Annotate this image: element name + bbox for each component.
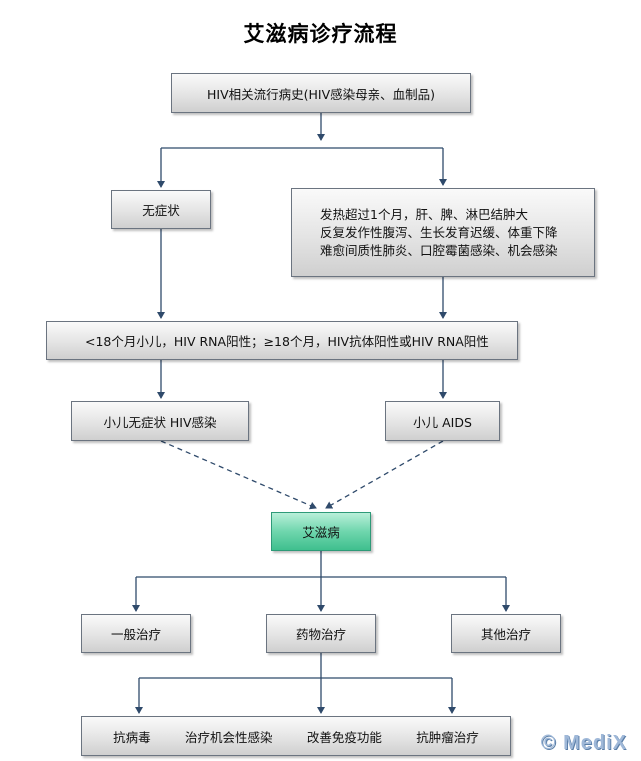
node-label: HIV相关流行病史(HIV感染母亲、血制品): [206, 86, 436, 102]
symptom-line: 难愈间质性肺炎、口腔霉菌感染、机会感染: [320, 242, 558, 258]
node-child-asymptomatic-hiv: 小儿无症状 HIV感染: [71, 401, 249, 441]
watermark: © MediX: [540, 732, 627, 754]
node-label: 艾滋病: [302, 525, 340, 540]
node-drug-treatment: 药物治疗: [266, 614, 376, 653]
chart-title: 艾滋病诊疗流程: [243, 22, 398, 46]
dashed-child-aids-to-aids: [325, 440, 444, 509]
node-aids: 艾滋病: [271, 512, 371, 551]
node-label: 小儿 AIDS: [413, 414, 472, 430]
node-general-treatment: 一般治疗: [81, 614, 191, 653]
node-label: 无症状: [142, 203, 180, 218]
node-label: 药物治疗: [295, 627, 346, 642]
node-diagnostic-criteria: <18个月小儿，HIV RNA阳性；≥18个月，HIV抗体阳性或HIV RNA阳…: [46, 321, 518, 360]
symptom-line: 发热超过1个月，肝、脾、淋巴结肿大: [320, 206, 528, 222]
drug-item-antiviral: 抗病毒: [113, 729, 151, 745]
node-label: 一般治疗: [110, 627, 161, 642]
drug-item-immune-improvement: 改善免疫功能: [306, 729, 382, 745]
dashed-child-asym-to-aids: [160, 440, 317, 510]
symptom-line: 反复发作性腹泻、生长发育迟缓、体重下降: [320, 224, 558, 240]
node-asymptomatic: 无症状: [111, 190, 211, 229]
node-epidemiological-history: HIV相关流行病史(HIV感染母亲、血制品): [171, 73, 471, 113]
node-label: 小儿无症状 HIV感染: [103, 414, 217, 430]
node-child-aids: 小儿 AIDS: [385, 401, 500, 441]
node-other-treatment: 其他治疗: [451, 614, 561, 653]
node-symptoms: 发热超过1个月，肝、脾、淋巴结肿大 反复发作性腹泻、生长发育迟缓、体重下降 难愈…: [291, 188, 595, 277]
node-drug-treatment-items: 抗病毒 治疗机会性感染 改善免疫功能 抗肿瘤治疗: [81, 716, 511, 756]
node-label: <18个月小儿，HIV RNA阳性；≥18个月，HIV抗体阳性或HIV RNA阳…: [85, 334, 489, 349]
drug-item-opportunistic-infection: 治疗机会性感染: [185, 729, 273, 745]
drug-item-antitumor: 抗肿瘤治疗: [416, 729, 479, 745]
node-label: 其他治疗: [480, 627, 531, 642]
